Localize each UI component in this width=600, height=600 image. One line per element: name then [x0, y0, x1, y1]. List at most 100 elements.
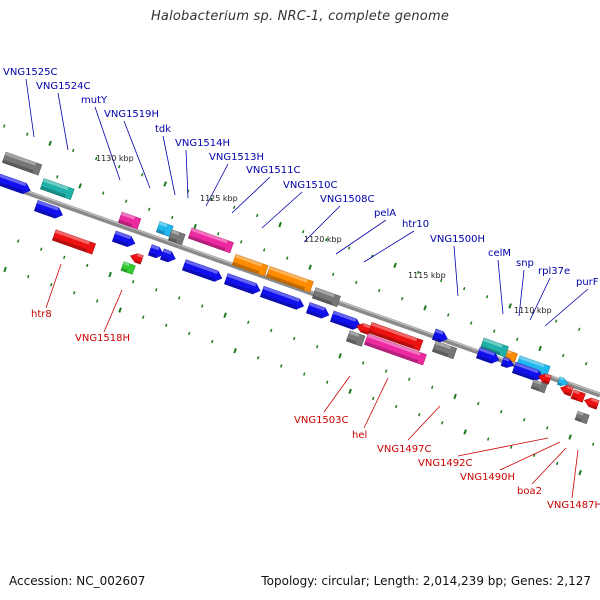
scale-tick — [17, 239, 20, 243]
gene-feature[interactable] — [129, 252, 144, 265]
scale-tick — [303, 372, 306, 376]
scale-label: 1120 kbp — [304, 235, 342, 244]
gene-label-bottom[interactable]: VNG1487H — [547, 500, 600, 511]
gene-feature[interactable] — [475, 347, 500, 366]
scale-tick — [188, 331, 191, 336]
scale-tick — [395, 404, 398, 409]
scale-tick — [355, 280, 358, 285]
callout-line — [162, 135, 176, 196]
scale-tick — [385, 369, 388, 373]
gene-feature[interactable] — [570, 389, 586, 403]
gene-feature[interactable] — [556, 376, 569, 388]
scale-tick — [393, 262, 397, 268]
gene-feature[interactable] — [265, 266, 314, 293]
gene-feature[interactable] — [147, 244, 165, 260]
gene-feature[interactable] — [231, 254, 269, 277]
gene-label-bottom[interactable]: VNG1497C — [377, 444, 432, 455]
gene-label-bottom[interactable]: hel — [352, 430, 367, 441]
gene-label-bottom[interactable]: VNG1492C — [418, 458, 473, 469]
gene-feature[interactable] — [259, 285, 305, 311]
scale-tick — [95, 156, 98, 161]
callout-line — [57, 92, 69, 151]
gene-feature[interactable] — [111, 230, 136, 249]
gene-label-top[interactable]: VNG1524C — [36, 81, 91, 92]
gene-feature[interactable] — [0, 173, 32, 196]
gene-feature[interactable] — [559, 384, 574, 397]
gene-feature[interactable] — [574, 410, 590, 425]
gene-label-bottom[interactable]: VNG1490H — [460, 472, 515, 483]
gene-feature[interactable] — [187, 227, 234, 254]
gene-feature[interactable] — [117, 211, 142, 230]
scale-tick — [487, 437, 490, 441]
gene-feature[interactable] — [431, 340, 458, 360]
gene-feature[interactable] — [51, 229, 96, 255]
gene-label-top[interactable]: VNG1519H — [104, 109, 159, 120]
gene-label-top[interactable]: snp — [516, 258, 534, 269]
gene-label-bottom[interactable]: boa2 — [517, 486, 542, 497]
gene-feature[interactable] — [33, 200, 64, 220]
callout-line — [94, 106, 121, 181]
scale-tick — [316, 345, 319, 349]
gene-label-top[interactable]: pelA — [374, 208, 396, 219]
gene-feature[interactable] — [181, 259, 223, 284]
gene-label-top[interactable]: mutY — [81, 95, 108, 106]
callout-line — [363, 377, 389, 429]
ticks-layer — [3, 124, 595, 476]
gene-label-top[interactable]: VNG1510C — [283, 180, 338, 191]
scale-tick — [418, 413, 421, 417]
map-title: Halobacterium sp. NRC-1, complete genome — [150, 9, 450, 24]
gene-feature[interactable] — [345, 330, 366, 347]
scale-tick — [48, 140, 52, 147]
gene-feature[interactable] — [583, 396, 600, 410]
gene-feature[interactable] — [479, 337, 509, 358]
scale-tick — [578, 469, 582, 476]
genome-backbone — [0, 180, 600, 398]
gene-feature[interactable] — [367, 322, 424, 352]
scale-tick — [27, 274, 30, 279]
gene-label-top[interactable]: tdk — [155, 124, 171, 135]
accession-text: Accession: NC_002607 — [9, 574, 146, 588]
scale-tick — [447, 313, 450, 317]
gene-feature[interactable] — [355, 321, 372, 336]
scale-tick — [233, 205, 236, 210]
gene-label-top[interactable]: VNG1511C — [246, 165, 301, 176]
gene-label-top[interactable]: VNG1513H — [209, 152, 264, 163]
callout-line — [123, 120, 151, 189]
gene-feature[interactable] — [1, 151, 43, 176]
gene-feature[interactable] — [120, 261, 136, 275]
gene-feature[interactable] — [500, 356, 515, 369]
gene-feature[interactable] — [223, 273, 262, 296]
scale-tick — [108, 271, 112, 278]
gene-feature[interactable] — [511, 361, 544, 382]
scale-tick — [555, 319, 558, 323]
gene-feature[interactable] — [530, 379, 548, 394]
gene-label-top[interactable]: VNG1508C — [320, 194, 375, 205]
scale-tick — [286, 256, 289, 260]
gene-label-top[interactable]: VNG1514H — [175, 138, 230, 149]
scale-tick — [240, 240, 243, 244]
scale-tick — [463, 429, 467, 435]
gene-label-top[interactable]: VNG1500H — [430, 234, 485, 245]
scale-tick — [325, 238, 328, 242]
gene-label-bottom[interactable]: VNG1518H — [75, 333, 130, 344]
gene-feature[interactable] — [537, 372, 552, 385]
gene-label-top[interactable]: purF — [576, 277, 599, 288]
scale-label: 1110 kbp — [514, 306, 552, 315]
gene-label-top[interactable]: VNG1525C — [3, 67, 58, 78]
gene-feature[interactable] — [329, 310, 362, 331]
gene-feature[interactable] — [363, 333, 427, 366]
gene-feature[interactable] — [305, 302, 330, 321]
gene-feature[interactable] — [431, 328, 449, 344]
gene-label-bottom[interactable]: VNG1503C — [294, 415, 349, 426]
callout-line — [499, 441, 561, 471]
scale-tick — [26, 132, 29, 136]
gene-feature[interactable] — [159, 248, 177, 264]
gene-feature[interactable] — [311, 287, 341, 308]
gene-label-top[interactable]: htr10 — [402, 219, 429, 230]
gene-label-bottom[interactable]: htr8 — [31, 309, 52, 320]
gene-feature[interactable] — [39, 178, 75, 200]
gene-label-top[interactable]: celM — [488, 248, 511, 259]
gene-label-top[interactable]: rpl37e — [538, 266, 570, 277]
gene-feature[interactable] — [167, 229, 186, 246]
